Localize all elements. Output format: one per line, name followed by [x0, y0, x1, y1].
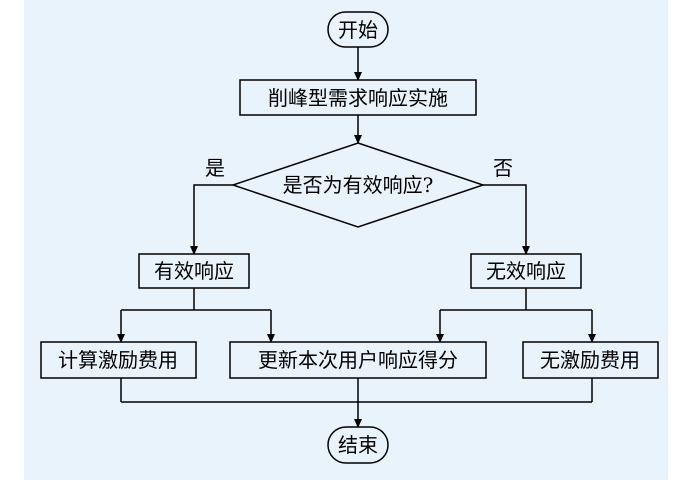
edge-decision-no [483, 184, 530, 255]
edge-decision-yes [190, 184, 233, 255]
invalid-node [470, 253, 582, 289]
start-node [327, 11, 389, 48]
calc-incentive-label: 计算激励费用 [58, 348, 178, 372]
background-panel [24, 0, 668, 480]
implement-node [239, 79, 477, 116]
no-label: 否 [493, 156, 513, 180]
valid-label: 有效响应 [154, 259, 234, 283]
decision-node [230, 142, 486, 228]
no-incentive-label: 无激励费用 [540, 348, 640, 372]
start-label: 开始 [338, 18, 378, 42]
valid-node [138, 253, 250, 289]
update-score-node [229, 341, 487, 379]
no-incentive-node [522, 341, 659, 379]
invalid-label: 无效响应 [486, 259, 566, 283]
implement-label: 削峰型需求响应实施 [268, 86, 448, 110]
end-node [327, 426, 389, 464]
connectors [117, 47, 596, 428]
update-score-label: 更新本次用户响应得分 [258, 348, 458, 372]
decision-label: 是否为有效响应? [283, 173, 434, 197]
end-label: 结束 [338, 433, 378, 457]
yes-label: 是 [205, 156, 225, 180]
calc-incentive-node [40, 341, 197, 379]
